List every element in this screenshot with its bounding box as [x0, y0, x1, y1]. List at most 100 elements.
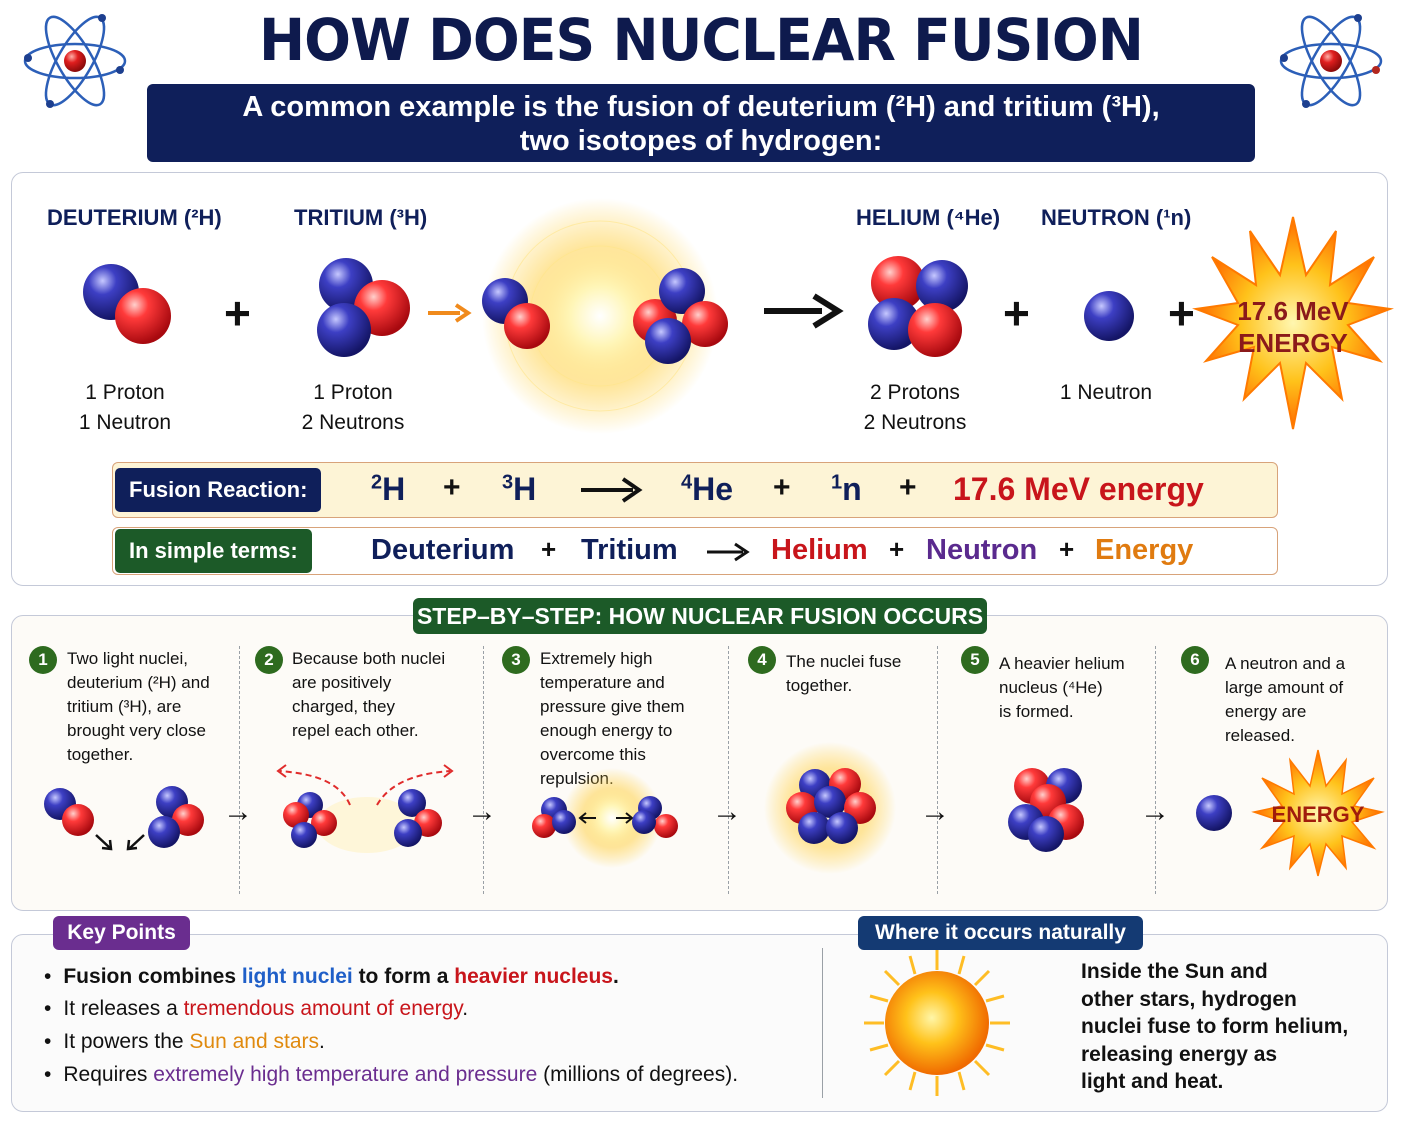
summary-divider	[822, 948, 823, 1098]
step-line: The nuclei fuse	[786, 652, 902, 671]
step-line: enough energy to	[540, 721, 673, 740]
bullet-text: It releases a	[63, 997, 184, 1020]
bullet-text: to form a	[352, 965, 455, 988]
step-divider	[483, 646, 484, 894]
fusion-glow	[482, 198, 728, 434]
step-line: A neutron and a	[1225, 654, 1346, 673]
step-number: 2	[255, 646, 283, 674]
step-5-text: A heavier helium nucleus (⁴He) is formed…	[999, 652, 1125, 724]
atom-icon	[23, 14, 127, 108]
mass-number: 1	[831, 471, 843, 494]
term-tritium: Tritium	[581, 534, 678, 566]
step-line: Because both nuclei	[292, 649, 446, 668]
step-4-text: The nuclei fuse together.	[786, 650, 901, 698]
plus-sign: +	[224, 287, 251, 339]
bullet-icon: •	[44, 965, 52, 988]
tritium-label: TRITIUM (³H)	[294, 205, 428, 230]
composition-line: 1 Neutron	[1059, 381, 1153, 404]
step-6-text: A neutron and a large amount of energy a…	[1225, 652, 1345, 748]
step-number: 1	[29, 646, 57, 674]
fusion-reaction-row: Fusion Reaction: 2 H + 3H 4He + 1n + 17.6…	[112, 462, 1278, 518]
where-line: other stars, hydrogen	[1081, 987, 1297, 1011]
plus-sign: +	[541, 534, 557, 564]
step-3-illustration	[532, 768, 678, 868]
key-point-item: •It releases a tremendous amount of ener…	[44, 996, 468, 1022]
deuterium-nucleus	[83, 264, 171, 344]
where-line: Inside the Sun and	[1081, 960, 1268, 983]
helium-composition: 2 Protons 2 Neutrons	[845, 378, 985, 438]
bullet-text: .	[462, 997, 469, 1020]
step-line: brought very close	[67, 721, 206, 740]
composition-line: 2 Neutrons	[863, 411, 967, 434]
bullet-text: It powers the	[63, 1030, 190, 1053]
bullet-text: Requires	[63, 1063, 154, 1086]
sun-icon	[864, 950, 1010, 1096]
fusion-reaction-label: Fusion Reaction:	[115, 468, 322, 512]
where-description: Inside the Sun and other stars, hydrogen…	[1081, 958, 1348, 1096]
term-energy: Energy	[1095, 534, 1194, 566]
step-divider	[937, 646, 938, 894]
step-line: tritium (³H), are	[67, 697, 182, 716]
step-line: energy are	[1225, 702, 1307, 721]
term-helium: Helium	[771, 534, 868, 566]
arrow-right-icon	[581, 477, 643, 503]
bullet-text: (millions of degrees).	[537, 1063, 739, 1086]
step-5-illustration	[1008, 768, 1084, 852]
bullet-highlight: extremely high temperature and pressure	[153, 1063, 538, 1086]
step-2-text: Because both nuclei are positively charg…	[292, 647, 445, 743]
atom-icon	[1279, 14, 1383, 108]
tritium-composition: 1 Proton 2 Neutrons	[283, 378, 423, 438]
term-neutron: Neutron	[926, 534, 1038, 566]
bullet-text: .	[319, 1030, 325, 1053]
step-divider	[1155, 646, 1156, 894]
arrow-right-icon	[428, 303, 472, 323]
where-line: nuclei fuse to form helium,	[1081, 1015, 1349, 1038]
step-4-illustration	[764, 742, 896, 874]
step-line: is formed.	[999, 702, 1074, 721]
subtitle-banner: A common example is the fusion of deuter…	[147, 84, 1255, 162]
key-point-item: •Requires extremely high temperature and…	[44, 1062, 738, 1088]
energy-label: ENERGY	[1271, 802, 1365, 827]
composition-line: 1 Proton	[85, 381, 165, 404]
step-line: large amount of	[1225, 678, 1344, 697]
step-line: released.	[1225, 726, 1295, 745]
step-line: together.	[67, 745, 134, 764]
energy-burst-icon	[1192, 216, 1394, 430]
step-line: temperature and	[540, 673, 665, 692]
bullet-highlight: light nuclei	[241, 965, 353, 988]
plus-sign: +	[773, 471, 791, 504]
energy-word: ENERGY	[1238, 328, 1348, 358]
element-symbol: n	[842, 471, 862, 507]
step-line: nucleus (⁴He)	[999, 678, 1103, 697]
helium-label: HELIUM (⁴He)	[856, 205, 1001, 230]
step-number: 6	[1181, 646, 1209, 674]
step-line: are positively	[292, 673, 392, 692]
neutron-particle	[1084, 291, 1134, 341]
tritium-nucleus	[317, 258, 410, 357]
plus-sign: +	[889, 534, 905, 564]
key-points-title: Key Points	[53, 916, 190, 950]
element-symbol: H	[513, 471, 537, 507]
deuterium-label: DEUTERIUM (²H)	[47, 205, 222, 230]
step-line: together.	[786, 676, 853, 695]
step-line: Two light nuclei,	[67, 649, 188, 668]
arrow-right-icon	[707, 542, 750, 562]
plus-sign: +	[443, 471, 461, 504]
step-line: deuterium (²H) and	[67, 673, 210, 692]
energy-output: 17.6 MeV energy	[953, 471, 1204, 507]
where-line: light and heat.	[1081, 1070, 1224, 1093]
step-divider	[239, 646, 240, 894]
plus-sign: +	[899, 471, 917, 504]
step-1-text: Two light nuclei, deuterium (²H) and tri…	[67, 647, 210, 767]
element-symbol: He	[692, 471, 734, 507]
bullet-highlight: tremendous amount of energy	[183, 997, 463, 1020]
simple-terms-label: In simple terms:	[115, 529, 312, 573]
deuterium-composition: 1 Proton 1 Neutron	[55, 378, 195, 438]
tritium-symbol: 3H	[502, 471, 536, 508]
mass-number: 4	[681, 471, 693, 494]
where-line: releasing energy as	[1081, 1042, 1278, 1066]
simple-terms-row: In simple terms: Deuterium + Tritium Hel…	[112, 527, 1278, 575]
plus-sign: +	[1168, 287, 1195, 339]
arrow-right-icon: →	[223, 795, 253, 828]
mass-number: 2	[371, 471, 383, 494]
